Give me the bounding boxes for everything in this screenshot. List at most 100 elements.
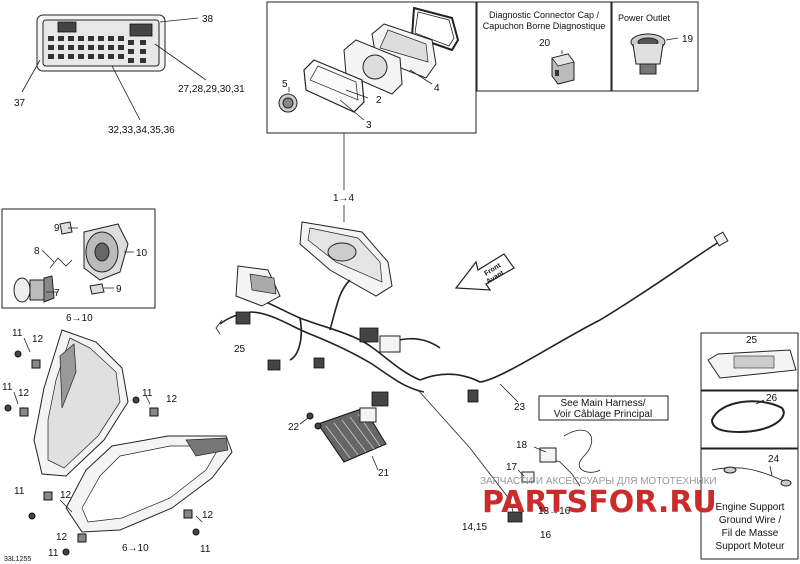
screw-11 bbox=[14, 350, 22, 358]
callout-22: 22 bbox=[288, 422, 300, 433]
gauge-group-frame bbox=[266, 1, 477, 134]
harness-end-connector bbox=[713, 231, 729, 247]
headlight-bulb-frame bbox=[1, 208, 156, 309]
ground-wire-text-1: Engine Support bbox=[716, 502, 785, 513]
main-harness-text-2: Voir Câblage Principal bbox=[554, 409, 652, 420]
callout-11-a: 11 bbox=[12, 328, 23, 339]
relay-block bbox=[235, 265, 281, 307]
fastener-22 bbox=[306, 412, 322, 430]
callout-20: 20 bbox=[539, 38, 551, 49]
connector-plug bbox=[359, 327, 379, 343]
connector-block bbox=[379, 335, 401, 353]
callout-6-10-bottom: 6→10 bbox=[122, 543, 149, 554]
fuse-box bbox=[36, 14, 166, 72]
callout-5: 5 bbox=[282, 79, 288, 90]
sealant-frame bbox=[700, 332, 799, 391]
callout-27-31: 27,28,29,30,31 bbox=[178, 84, 245, 95]
cable-tie-frame bbox=[700, 390, 799, 449]
gauge-lens-4 bbox=[410, 6, 460, 52]
headlight-left bbox=[33, 329, 129, 477]
callout-11-d: 11 bbox=[14, 486, 25, 497]
callout-11-f: 11 bbox=[200, 544, 211, 555]
callout-12-b: 12 bbox=[18, 388, 30, 399]
diagnostic-cap-20 bbox=[551, 53, 575, 85]
connector-plug bbox=[235, 311, 251, 325]
indicator-lamp-5 bbox=[278, 93, 298, 113]
connector-plug bbox=[313, 357, 325, 369]
sealant-tube-25 bbox=[707, 349, 797, 379]
callout-14-15: 14,15 bbox=[462, 522, 487, 533]
diagnostic-cap-title-2: Capuchon Borne Diagnostique bbox=[483, 21, 606, 31]
gauge-bezel bbox=[343, 39, 403, 95]
callout-23: 23 bbox=[514, 402, 526, 413]
callout-9-top: 9 bbox=[54, 223, 60, 234]
screw-11 bbox=[132, 396, 140, 404]
callout-25-box: 25 bbox=[746, 335, 758, 346]
ground-wire-text-3: Fil de Masse bbox=[722, 528, 779, 539]
callout-12-f: 12 bbox=[202, 510, 214, 521]
callout-13-16: 13→16 bbox=[538, 506, 571, 517]
callout-11-b: 11 bbox=[2, 382, 13, 393]
screw-11 bbox=[4, 404, 12, 412]
connector-plug bbox=[267, 359, 281, 371]
callout-37: 37 bbox=[14, 98, 26, 109]
gauge-assembly bbox=[299, 221, 393, 297]
headlight-lens bbox=[65, 435, 233, 533]
callout-21: 21 bbox=[378, 468, 390, 479]
main-harness-text-1: See Main Harness/ bbox=[560, 398, 645, 409]
grommet-12 bbox=[43, 491, 53, 501]
bulb-9-bottom bbox=[89, 283, 105, 295]
power-outlet-title: Power Outlet bbox=[618, 13, 671, 23]
callout-12-c: 12 bbox=[166, 394, 178, 405]
callout-12-e: 12 bbox=[56, 532, 68, 543]
connector-plug bbox=[371, 391, 389, 407]
callout-12-d: 12 bbox=[60, 490, 72, 501]
callout-8: 8 bbox=[34, 246, 40, 257]
voltage-regulator-21 bbox=[317, 407, 387, 463]
callout-17: 17 bbox=[506, 462, 518, 473]
power-outlet-19 bbox=[630, 33, 666, 75]
callout-1-4: 1→4 bbox=[333, 193, 355, 204]
spring-clip-8 bbox=[49, 257, 73, 269]
cable-tie-26 bbox=[710, 400, 785, 434]
reflector-10 bbox=[83, 223, 129, 281]
grommet-12 bbox=[77, 533, 87, 543]
screw-11 bbox=[192, 528, 200, 536]
connector-plug bbox=[467, 389, 479, 403]
grommet-12 bbox=[31, 359, 41, 369]
bulb-7 bbox=[13, 275, 55, 303]
diagnostic-cap-title-1: Diagnostic Connector Cap / bbox=[489, 10, 600, 20]
ground-wire-frame bbox=[700, 448, 799, 560]
callout-18: 18 bbox=[516, 440, 528, 451]
watermark-brand: PARTSFOR.RU bbox=[482, 485, 717, 520]
callout-4: 4 bbox=[434, 83, 440, 94]
callout-19: 19 bbox=[682, 34, 694, 45]
wiring-harness bbox=[219, 239, 723, 393]
screw-11 bbox=[28, 512, 36, 520]
grommet-12 bbox=[183, 509, 193, 519]
callout-6-10-top: 6→10 bbox=[66, 313, 93, 324]
callout-25-center: 25 bbox=[234, 344, 246, 355]
grommet-12 bbox=[149, 407, 159, 417]
grommet-12 bbox=[19, 407, 29, 417]
callout-16: 16 bbox=[540, 530, 552, 541]
front-arrow: Front Avant bbox=[454, 253, 515, 291]
main-harness-box bbox=[538, 395, 669, 421]
callout-32-36: 32,33,34,35,36 bbox=[108, 125, 175, 136]
ground-wire-text-2: Ground Wire / bbox=[719, 515, 781, 526]
callout-12-a: 12 bbox=[32, 334, 44, 345]
callout-26: 26 bbox=[766, 393, 778, 404]
callout-11-e: 11 bbox=[48, 548, 59, 559]
gauge-cluster-2 bbox=[371, 23, 437, 79]
diagram-code: 33L1255 bbox=[4, 556, 31, 563]
watermark-tagline: ЗАПЧАСТИ И АКСЕССУАРЫ ДЛЯ МОТОТЕХНИКИ bbox=[480, 476, 717, 487]
bulb-9-top bbox=[59, 221, 73, 235]
power-outlet-frame bbox=[611, 1, 699, 92]
callout-24: 24 bbox=[768, 454, 780, 465]
callout-3: 3 bbox=[366, 120, 372, 131]
callout-7: 7 bbox=[54, 288, 60, 299]
ground-wire-text-4: Support Moteur bbox=[716, 541, 786, 552]
callout-11-c: 11 bbox=[142, 388, 153, 399]
callout-2: 2 bbox=[376, 95, 382, 106]
